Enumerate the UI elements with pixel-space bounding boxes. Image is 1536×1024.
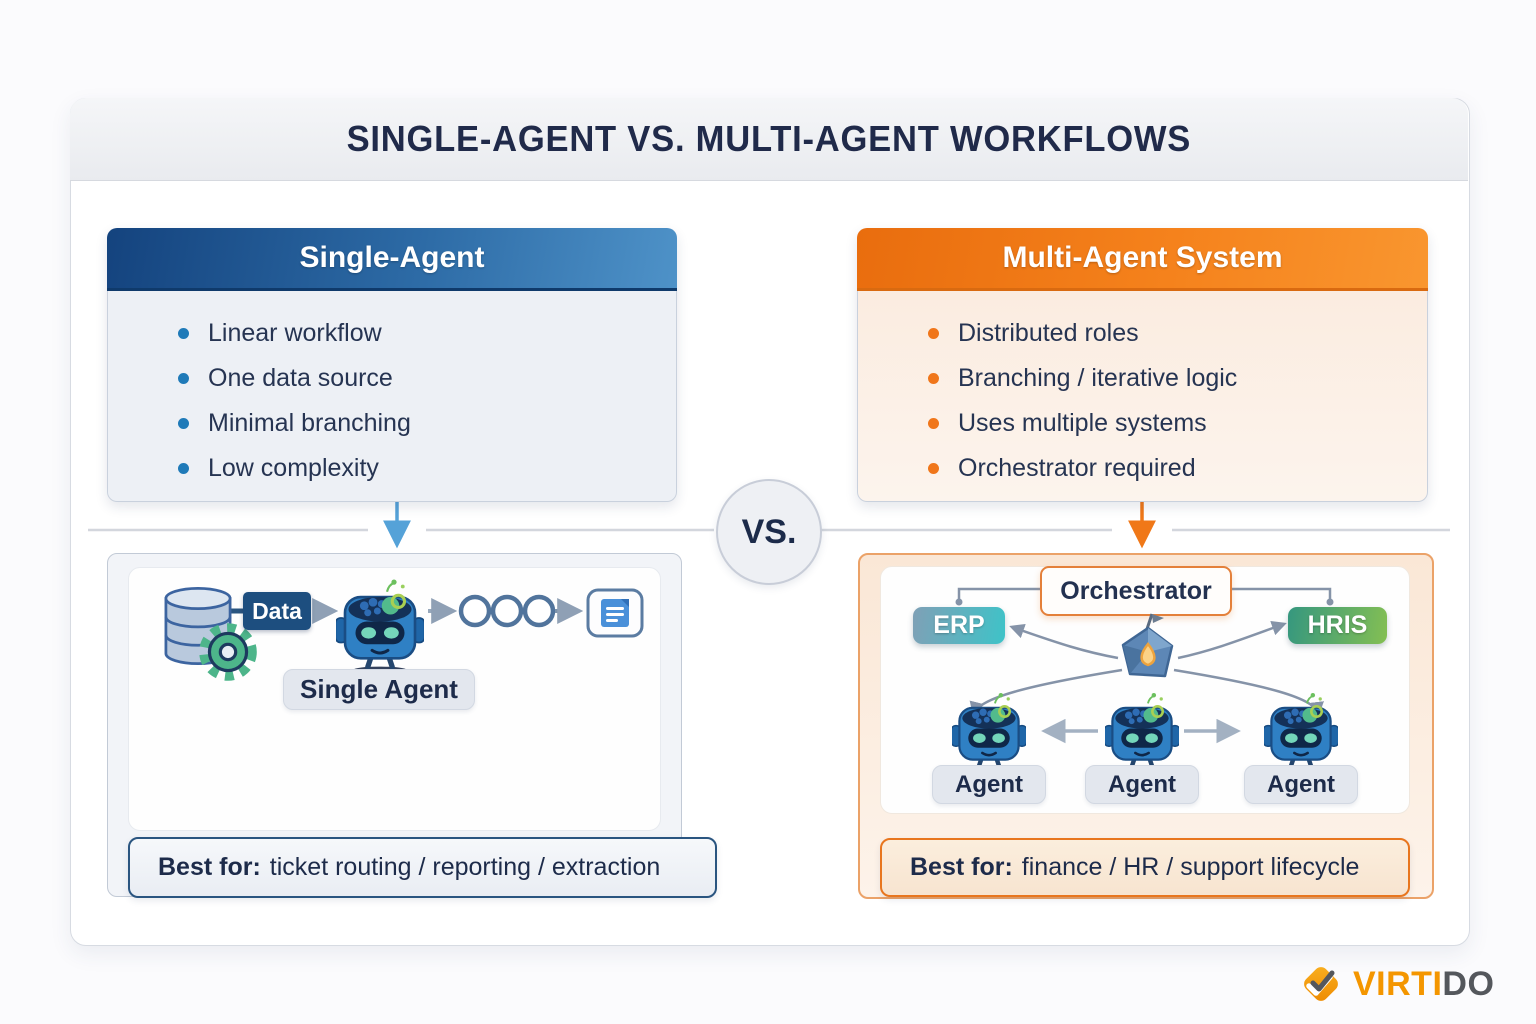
multi-agent-card: Multi-Agent System Distributed roles Bra… (857, 228, 1428, 502)
agent-label: Agent (1085, 765, 1199, 804)
brand-logo: VIRTIDO (1297, 958, 1494, 1010)
bullet-dot-icon (178, 418, 189, 429)
router-gem-icon (1121, 613, 1174, 678)
bullet-label: One data source (208, 364, 393, 392)
robot-icon (336, 576, 424, 674)
list-item: Branching / iterative logic (928, 356, 1427, 401)
bullet-label: Low complexity (208, 454, 379, 482)
single-agent-label: Single Agent (283, 669, 475, 710)
hris-box: HRIS (1288, 607, 1387, 644)
best-for-text: ticket routing / reporting / extraction (269, 853, 661, 881)
multi-best-for-bar: Best for: finance / HR / support lifecyc… (880, 838, 1410, 897)
bullet-label: Orchestrator required (958, 454, 1196, 482)
bullet-dot-icon (928, 463, 939, 474)
best-for-label: Best for: (158, 853, 261, 881)
bullet-dot-icon (928, 418, 939, 429)
multi-agent-card-body: Distributed roles Branching / iterative … (857, 291, 1428, 502)
agent-label: Agent (932, 765, 1046, 804)
robot-icon (1264, 690, 1338, 773)
list-item: Minimal branching (178, 401, 676, 446)
list-item: Orchestrator required (928, 446, 1427, 491)
title-band: SINGLE-AGENT VS. MULTI-AGENT WORKFLOWS (70, 98, 1468, 181)
list-item: Linear workflow (178, 311, 676, 356)
robot-icon (952, 690, 1026, 773)
robot-icon (1105, 690, 1179, 773)
page-title: SINGLE-AGENT VS. MULTI-AGENT WORKFLOWS (346, 118, 1192, 159)
single-best-for-bar: Best for: ticket routing / reporting / e… (128, 837, 717, 898)
best-for-text: finance / HR / support lifecycle (1021, 853, 1360, 881)
single-agent-card-body: Linear workflow One data source Minimal … (107, 291, 677, 502)
bullet-dot-icon (178, 373, 189, 384)
bullet-label: Distributed roles (958, 319, 1139, 347)
bullet-label: Minimal branching (208, 409, 411, 437)
bullet-dot-icon (928, 373, 939, 384)
bullet-dot-icon (178, 328, 189, 339)
virtido-check-icon (1304, 967, 1338, 1001)
multi-agent-card-header: Multi-Agent System (857, 228, 1428, 291)
brand-part-1: VIRTI (1353, 964, 1443, 1003)
document-icon (586, 588, 644, 638)
data-label-box: Data (243, 592, 311, 630)
single-agent-card-header: Single-Agent (107, 228, 677, 291)
erp-box: ERP (913, 607, 1005, 644)
brand-part-2: DO (1442, 964, 1495, 1003)
single-agent-card: Single-Agent Linear workflow One data so… (107, 228, 677, 502)
bullet-label: Branching / iterative logic (958, 364, 1238, 392)
list-item: Distributed roles (928, 311, 1427, 356)
agent-label: Agent (1244, 765, 1358, 804)
gear-icon (199, 623, 257, 681)
best-for-label: Best for: (910, 853, 1013, 881)
list-item: One data source (178, 356, 676, 401)
brand-wordmark: VIRTIDO (1353, 965, 1494, 1004)
bullet-label: Linear workflow (208, 319, 382, 347)
orchestrator-box: Orchestrator (1040, 566, 1232, 616)
bullet-dot-icon (178, 463, 189, 474)
bullet-label: Uses multiple systems (958, 409, 1207, 437)
list-item: Uses multiple systems (928, 401, 1427, 446)
vs-badge: VS. (716, 479, 822, 585)
list-item: Low complexity (178, 446, 676, 491)
bullet-dot-icon (928, 328, 939, 339)
